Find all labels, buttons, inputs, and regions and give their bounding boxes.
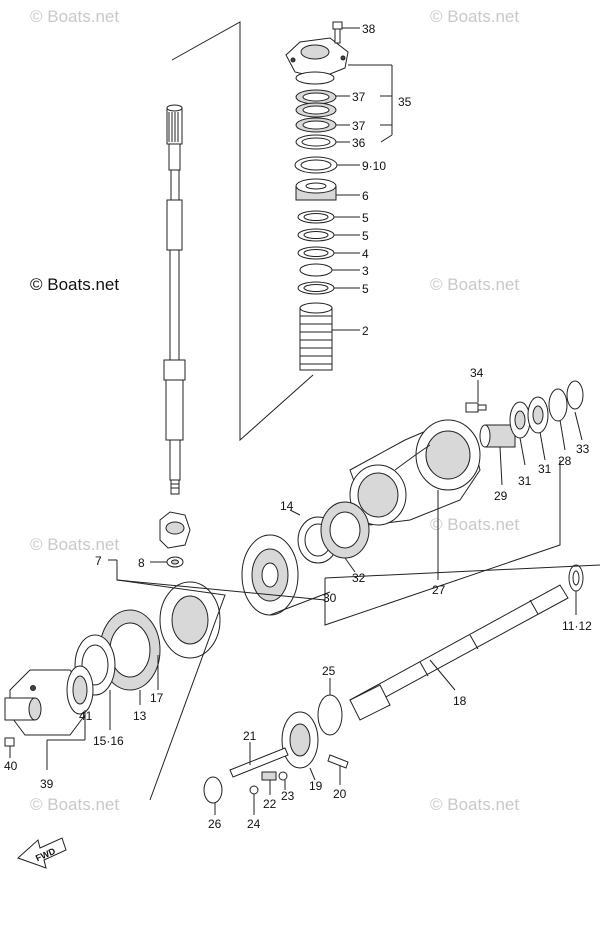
forward-gear-17 <box>159 581 221 659</box>
label-11-12: 11·12 <box>562 619 592 633</box>
clutch-19 <box>281 711 319 769</box>
bracket-lower <box>116 579 226 801</box>
shim-washers <box>297 210 335 295</box>
label-37: 37 <box>352 119 366 133</box>
bearing-31 <box>509 396 549 439</box>
fwd-arrow-icon: FWD <box>17 837 67 869</box>
label-40: 40 <box>4 759 18 773</box>
label-35: 35 <box>398 95 412 109</box>
label-37: 37 <box>352 90 366 104</box>
part-labels: 38 37 35 37 36 9·10 6 5 5 4 3 5 2 34 33 … <box>4 22 592 831</box>
label-29: 29 <box>494 489 508 503</box>
label-30: 30 <box>323 591 337 605</box>
label-31: 31 <box>538 462 552 476</box>
shim-25 <box>317 694 343 736</box>
propeller-shaft-18 <box>349 584 569 721</box>
ring-26 <box>203 776 223 804</box>
watermark: © Boats.net <box>430 795 519 814</box>
label-27: 27 <box>432 583 446 597</box>
label-26: 26 <box>208 817 222 831</box>
label-38: 38 <box>362 22 376 36</box>
label-28: 28 <box>558 454 572 468</box>
label-31: 31 <box>518 474 532 488</box>
watermark: © Boats.net <box>30 535 119 554</box>
label-39: 39 <box>40 777 54 791</box>
label-34: 34 <box>470 366 484 380</box>
label-24: 24 <box>247 817 261 831</box>
bearing-32 <box>320 501 370 559</box>
label-14: 14 <box>280 499 294 513</box>
label-5: 5 <box>362 282 369 296</box>
label-33: 33 <box>576 442 590 456</box>
label-8: 8 <box>138 556 145 570</box>
drive-shaft <box>163 104 186 495</box>
label-20: 20 <box>333 787 347 801</box>
label-4: 4 <box>362 247 369 261</box>
label-36: 36 <box>352 136 366 150</box>
label-9-10: 9·10 <box>362 159 386 173</box>
label-25: 25 <box>322 664 336 678</box>
label-23: 23 <box>281 789 295 803</box>
spring-sleeve-2 <box>299 302 333 371</box>
label-32: 32 <box>352 571 366 585</box>
watermark: © Boats.net <box>30 795 119 814</box>
watermark: © Boats.net <box>430 275 519 294</box>
nut-8 <box>166 556 184 568</box>
water-pump-housing <box>285 37 349 85</box>
pin-21 <box>229 747 289 778</box>
washer-11-12 <box>568 564 584 592</box>
watermark: © Boats.net <box>30 7 119 26</box>
pinion-7 <box>159 511 191 549</box>
label-21: 21 <box>243 729 257 743</box>
group-bracket-upper <box>171 21 314 442</box>
leader-lines-upper <box>332 27 393 331</box>
spring-22 <box>261 771 277 781</box>
label-15-16: 15·16 <box>93 734 124 748</box>
label-22: 22 <box>263 797 277 811</box>
label-13: 13 <box>133 709 147 723</box>
bearing-6 <box>295 178 337 201</box>
label-5: 5 <box>362 211 369 225</box>
bracket-right <box>324 564 600 579</box>
label-7: 7 <box>95 554 102 568</box>
bushing-41 <box>66 665 94 715</box>
bushing-29 <box>479 424 516 448</box>
watermark: © Boats.net <box>430 515 519 534</box>
label-17: 17 <box>150 691 164 705</box>
bolt-38 <box>332 21 343 44</box>
reverse-gear-30 <box>241 534 299 616</box>
label-6: 6 <box>362 189 369 203</box>
label-19: 19 <box>309 779 323 793</box>
ball-23 <box>278 771 288 781</box>
watermark-main: © Boats.net <box>30 275 119 294</box>
pin-20 <box>327 754 349 769</box>
seal-28-ring-33 <box>548 380 584 422</box>
propeller-shaft-housing-27 <box>349 419 481 526</box>
seal-stack <box>294 89 338 174</box>
bolt-34 <box>465 402 487 413</box>
label-2: 2 <box>362 324 369 338</box>
label-3: 3 <box>362 264 369 278</box>
pin-40 <box>4 737 15 747</box>
label-41: 41 <box>79 709 93 723</box>
watermark: © Boats.net <box>430 7 519 26</box>
label-18: 18 <box>453 694 467 708</box>
ball-24 <box>249 785 259 795</box>
bracket-27 <box>324 460 561 626</box>
label-5: 5 <box>362 229 369 243</box>
leader-lines-lower <box>9 380 583 815</box>
